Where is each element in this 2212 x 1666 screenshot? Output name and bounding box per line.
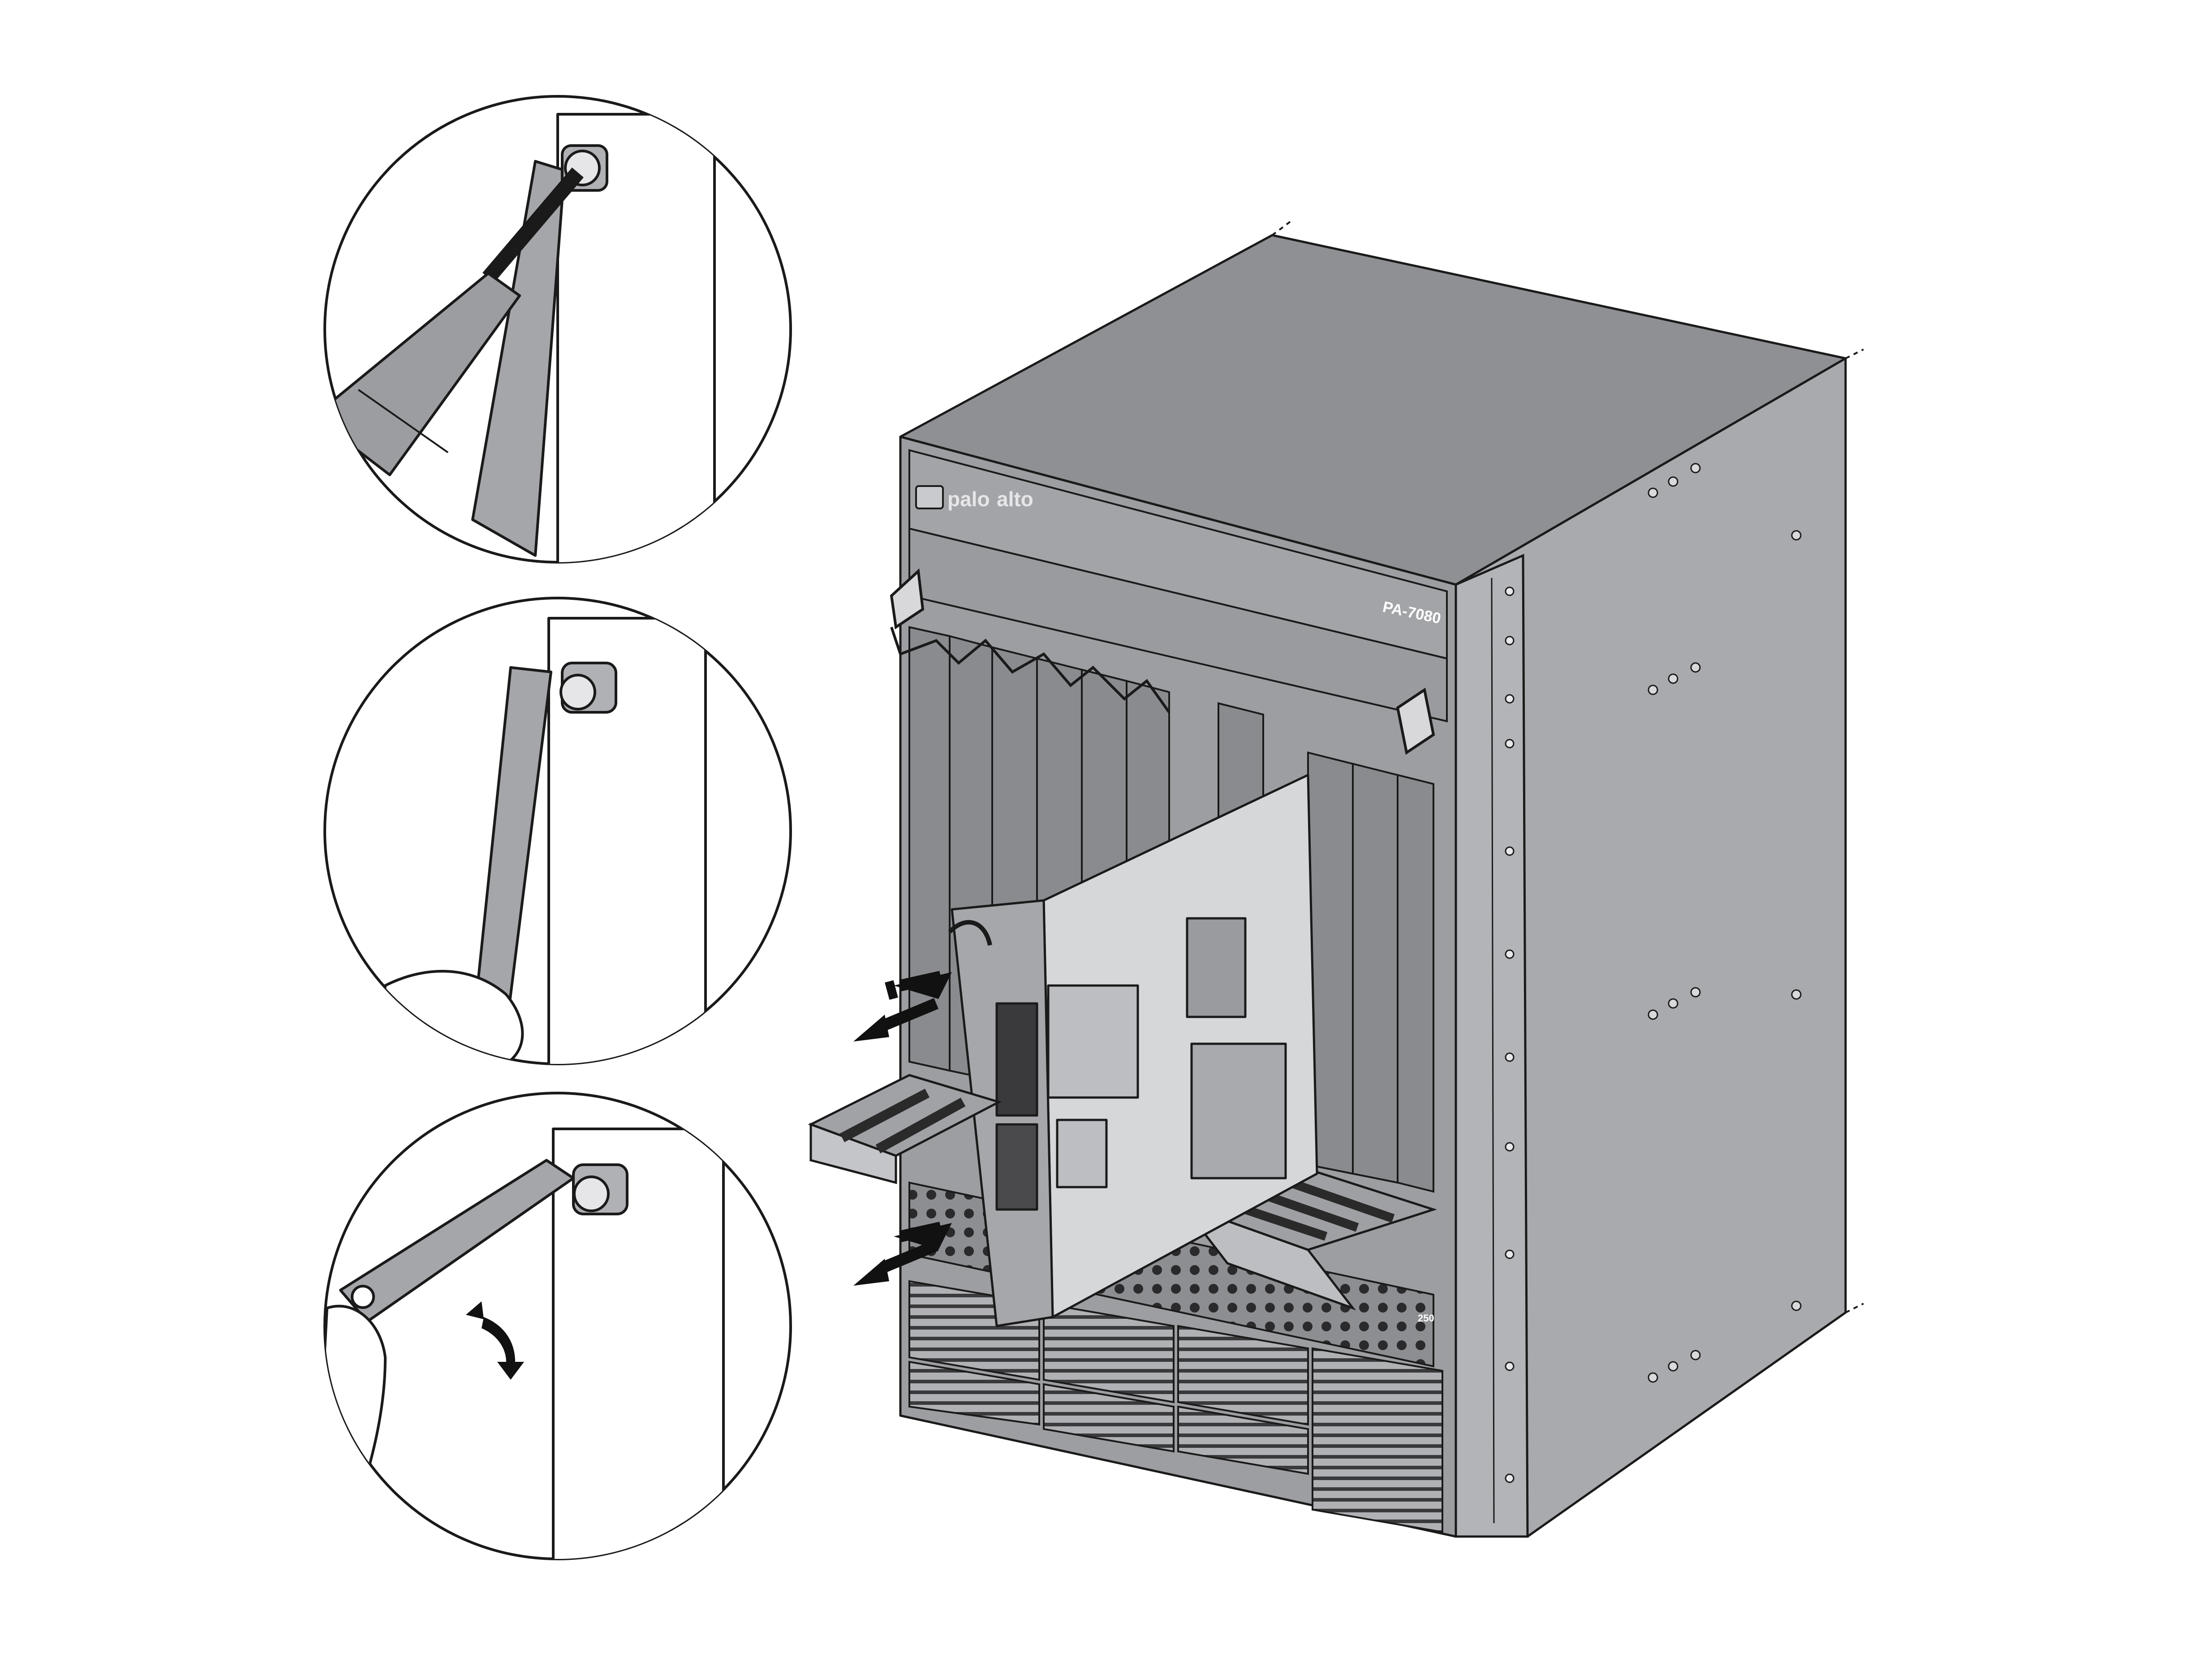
brand-name: palo [947, 487, 990, 511]
captive-screw [573, 1175, 610, 1212]
palo-alto-logo [915, 485, 944, 509]
side-screws [1648, 463, 1802, 1383]
port-block-sfp [995, 1123, 1038, 1211]
cable-handles [890, 568, 1435, 755]
asic [1190, 1042, 1287, 1180]
psu-5 [908, 1360, 1040, 1426]
psu-3 [1177, 1325, 1309, 1426]
card-tray-left [808, 1074, 1002, 1184]
rack-ear [1455, 554, 1529, 1538]
psu-2 [1043, 1302, 1175, 1403]
psu-6 [1043, 1383, 1175, 1453]
rack-ear-holes [1505, 586, 1515, 1483]
port-block-rj45 [995, 1002, 1038, 1117]
motion-arrows [853, 971, 952, 1286]
captive-screw [559, 674, 596, 710]
psu-7 [1177, 1405, 1309, 1475]
front-bezel [908, 449, 1448, 723]
remove-arrow [853, 1015, 889, 1042]
ejector-lever [471, 160, 566, 557]
brand-name-2: alto [997, 487, 1033, 511]
network-card [948, 774, 1318, 1327]
screwdriver-icon [325, 167, 584, 476]
power-supplies [908, 1280, 1443, 1533]
callout-loosen-screw [323, 95, 792, 564]
heatsink [1186, 917, 1247, 1018]
power-label: 250 [1418, 1313, 1434, 1324]
callout-rotate-ejector [323, 1092, 792, 1560]
rotate-arrow-icon [466, 1301, 524, 1380]
psu-4 [1312, 1347, 1443, 1533]
callout-grip-ejector [323, 597, 792, 1065]
